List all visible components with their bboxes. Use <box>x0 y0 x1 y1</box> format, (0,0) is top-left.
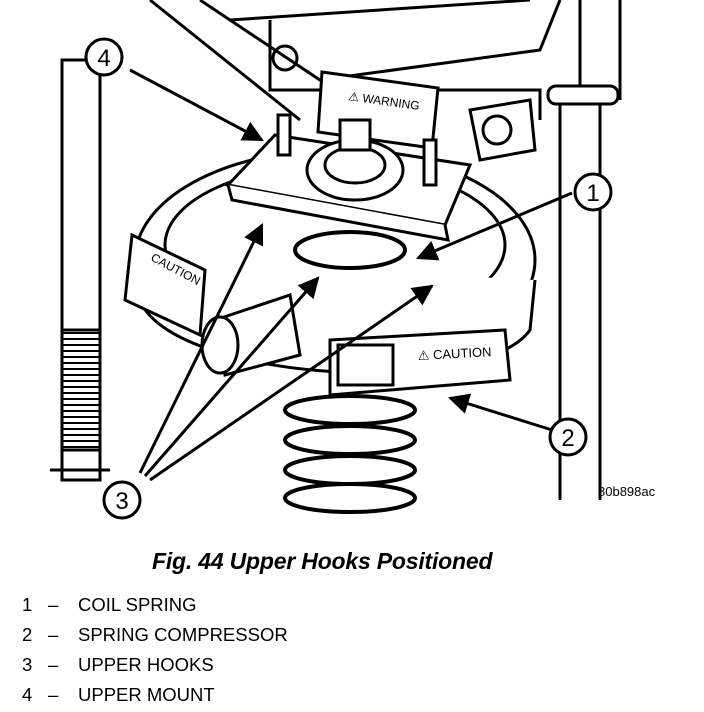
warning-plate: ⚠ WARNING <box>316 70 440 150</box>
caution-label-front: ⚠ CAUTION <box>417 344 491 363</box>
callout-3-leader-a <box>138 223 264 474</box>
figure-code: 80b898ac <box>598 484 656 499</box>
legend-number: 2 <box>22 624 33 645</box>
diagram-figure: ⚠ WARNING CAUTION ⚠ CAUTION <box>50 0 622 520</box>
legend-label: UPPER MOUNT <box>78 684 215 705</box>
callout-3-leader-b <box>143 276 320 477</box>
callout-4: 4 <box>84 37 124 77</box>
callout-1-leader <box>416 191 573 261</box>
legend-item: 1 – COIL SPRING <box>22 590 288 620</box>
coil-spring <box>283 230 417 514</box>
legend-label: COIL SPRING <box>78 594 197 615</box>
svg-text:3: 3 <box>115 488 128 515</box>
legend-dash: – <box>48 654 59 675</box>
legend-number: 1 <box>22 594 33 615</box>
compressor-frame <box>50 0 622 500</box>
legend-dash: – <box>48 594 59 615</box>
callout-3-leader-c <box>149 284 434 482</box>
legend-label: UPPER HOOKS <box>78 654 214 675</box>
legend-item: 4 – UPPER MOUNT <box>22 680 288 710</box>
figure-caption: Fig. 44 Upper Hooks Positioned <box>152 548 493 574</box>
upper-mount <box>225 113 473 242</box>
legend-number: 3 <box>22 654 33 675</box>
legend-number: 4 <box>22 684 33 705</box>
svg-text:2: 2 <box>561 425 574 452</box>
svg-text:4: 4 <box>97 45 110 72</box>
legend: 1 – COIL SPRING 2 – SPRING COMPRESSOR 3 … <box>22 590 288 710</box>
legend-item: 2 – SPRING COMPRESSOR <box>22 620 288 650</box>
svg-text:1: 1 <box>586 180 599 207</box>
legend-item: 3 – UPPER HOOKS <box>22 650 288 680</box>
legend-dash: – <box>48 624 59 645</box>
callout-2-leader <box>447 393 553 432</box>
legend-label: SPRING COMPRESSOR <box>78 624 288 645</box>
callout-4-leader <box>129 68 264 142</box>
leader-lines <box>129 68 573 482</box>
callout-3: 3 <box>102 480 142 520</box>
legend-dash: – <box>48 684 59 705</box>
callout-2: 2 <box>548 417 588 457</box>
callout-1: 1 <box>573 172 613 212</box>
